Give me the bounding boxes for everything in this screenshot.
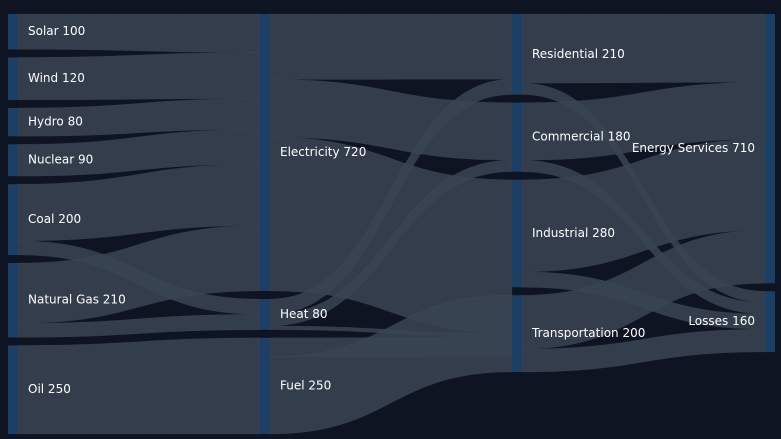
node-industrial[interactable]	[512, 179, 522, 288]
node-label-electricity: Electricity 720	[280, 145, 366, 159]
node-label-residential: Residential 210	[532, 47, 625, 61]
node-services[interactable]	[765, 14, 775, 284]
link-gas-electricity[interactable]	[17, 225, 261, 324]
node-fuel[interactable]	[260, 337, 270, 434]
node-losses[interactable]	[765, 291, 775, 352]
node-coal[interactable]	[8, 184, 18, 256]
node-label-coal: Coal 200	[28, 212, 81, 226]
node-nuclear[interactable]	[8, 144, 18, 177]
node-label-wind: Wind 120	[28, 71, 85, 85]
sankey-links	[17, 13, 766, 435]
node-label-solar: Solar 100	[28, 24, 85, 38]
node-electricity[interactable]	[260, 14, 270, 292]
node-label-oil: Oil 250	[28, 382, 71, 396]
node-hydro[interactable]	[8, 107, 18, 137]
link-electricity-residential[interactable]	[269, 13, 513, 80]
node-label-losses: Losses 160	[688, 314, 755, 328]
node-residential[interactable]	[512, 14, 522, 95]
node-transportation[interactable]	[512, 295, 522, 372]
node-gas[interactable]	[8, 263, 18, 338]
node-label-fuel: Fuel 250	[280, 378, 331, 392]
node-label-nuclear: Nuclear 90	[28, 153, 93, 167]
node-oil[interactable]	[8, 345, 18, 434]
sankey-nodes	[8, 14, 775, 434]
node-solar[interactable]	[8, 14, 18, 50]
node-label-gas: Natural Gas 210	[28, 293, 126, 307]
node-label-transportation: Transportation 200	[531, 326, 645, 340]
link-gas-heat[interactable]	[17, 314, 261, 338]
node-heat[interactable]	[260, 299, 270, 330]
node-label-heat: Heat 80	[280, 307, 328, 321]
node-label-industrial: Industrial 280	[532, 226, 615, 240]
link-heat-residential[interactable]	[269, 79, 513, 315]
node-commercial[interactable]	[512, 102, 522, 172]
node-label-hydro: Hydro 80	[28, 115, 83, 129]
node-label-services: Energy Services 710	[632, 141, 755, 155]
node-label-commercial: Commercial 180	[532, 130, 631, 144]
node-wind[interactable]	[8, 57, 18, 100]
